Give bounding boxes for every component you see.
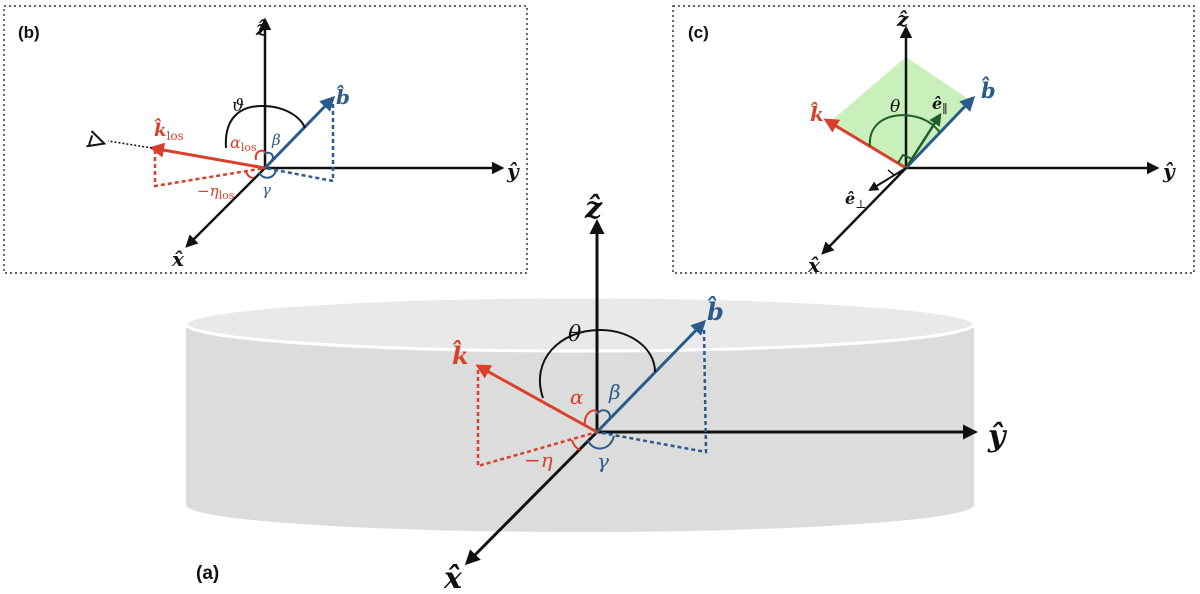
- a-k-label: k̂: [452, 340, 469, 370]
- b-beta-label: β: [271, 131, 281, 149]
- a-alpha-label: α: [570, 385, 584, 409]
- a-x-label: x̂: [443, 561, 463, 594]
- b-alpha-arc: [254, 149, 266, 161]
- b-beta-arc: [264, 151, 274, 161]
- c-theta-label: θ: [890, 97, 900, 117]
- b-k-vector: [149, 142, 266, 170]
- b-k-symbol: k̂: [154, 117, 166, 141]
- b-y-label: ŷ: [506, 159, 520, 183]
- a-b-projection: [596, 329, 708, 454]
- b-k-subscript: los: [166, 129, 183, 143]
- eye-icon: [86, 130, 107, 148]
- b-b-label: b̂: [336, 83, 350, 109]
- a-theta-arc: [538, 328, 656, 399]
- c-z-label: ẑ: [896, 7, 909, 31]
- c-epar-subscript: ∥: [942, 102, 948, 116]
- b-alpha-symbol: α: [230, 133, 241, 152]
- c-panel-label: (c): [688, 23, 709, 42]
- c-eperp-subscript: ⊥: [855, 197, 866, 211]
- c-eperp-label: ê⊥: [845, 189, 866, 211]
- disk-top: [184, 295, 976, 353]
- a-eta-arc: [571, 439, 581, 451]
- c-epar-symbol: ê: [932, 94, 942, 113]
- disk-bottom: [186, 478, 974, 532]
- b-b-vector: [263, 95, 336, 170]
- a-k-projection: [476, 370, 598, 468]
- c-eperp-symbol: ê: [845, 189, 855, 208]
- b-eta-symbol: −η: [197, 182, 219, 200]
- b-vartheta-label: ϑ: [232, 96, 244, 116]
- panel-b: ẑ ŷ x̂ b̂ k̂los ϑ αlos β γ −ηlos (b): [3, 5, 528, 274]
- b-z-label: ẑ: [255, 16, 268, 40]
- b-x-label: x̂: [171, 247, 185, 271]
- a-x-axis: [464, 430, 599, 566]
- c-frame: [672, 5, 1195, 274]
- c-right-angle-marker: [897, 153, 913, 164]
- b-panel-label: (b): [18, 23, 40, 42]
- c-epar-label: ê∥: [932, 94, 948, 116]
- b-gamma-label: γ: [262, 181, 271, 199]
- a-eta-label: −η: [524, 448, 553, 472]
- c-b-label: b̂: [981, 77, 996, 103]
- b-alpha-label: αlos: [230, 133, 257, 154]
- b-eta-label: −ηlos: [197, 182, 235, 202]
- b-k-label: k̂los: [154, 117, 184, 143]
- b-k-projection: [153, 150, 266, 188]
- a-y-label: ŷ: [987, 419, 1008, 454]
- panel-c: ẑ ŷ x̂ b̂ k̂ ê∥ ê⊥ θ (c): [672, 5, 1195, 277]
- c-kb-plane: [830, 57, 970, 168]
- b-vartheta-arc: [224, 104, 306, 149]
- c-x-axis: [821, 167, 907, 255]
- b-x-axis: [185, 167, 266, 248]
- c-k-label: k̂: [810, 100, 824, 126]
- b-eta-arc: [245, 171, 255, 179]
- a-z-label: ẑ: [584, 191, 603, 226]
- a-b-vector: [595, 319, 707, 434]
- b-frame: [3, 5, 528, 274]
- disk-body: [186, 325, 974, 505]
- c-y-label: ŷ: [1162, 159, 1176, 183]
- b-alpha-subscript: los: [241, 141, 257, 154]
- a-k-vector: [475, 364, 598, 434]
- b-b-projection: [264, 104, 335, 183]
- c-theta-arc: [868, 114, 941, 147]
- c-k-vector: [823, 118, 907, 170]
- a-theta-label: θ: [568, 322, 581, 347]
- panel-a: ẑ ŷ x̂ b̂ k̂ θ α β γ −η (a): [184, 191, 1008, 594]
- c-eperp-vector: [868, 167, 907, 192]
- a-beta-arc: [596, 409, 611, 421]
- c-x-label: x̂: [807, 253, 821, 277]
- a-b-label: b̂: [707, 296, 724, 326]
- b-los-line: [107, 140, 153, 149]
- a-panel-label: (a): [196, 563, 219, 584]
- a-alpha-arc: [583, 409, 598, 426]
- c-right-angle-marker-2: [887, 169, 901, 176]
- a-beta-label: β: [608, 380, 621, 404]
- b-gamma-arc: [258, 169, 277, 179]
- a-gamma-arc: [587, 435, 615, 450]
- b-eta-subscript: los: [219, 189, 235, 202]
- a-gamma-label: γ: [597, 449, 609, 473]
